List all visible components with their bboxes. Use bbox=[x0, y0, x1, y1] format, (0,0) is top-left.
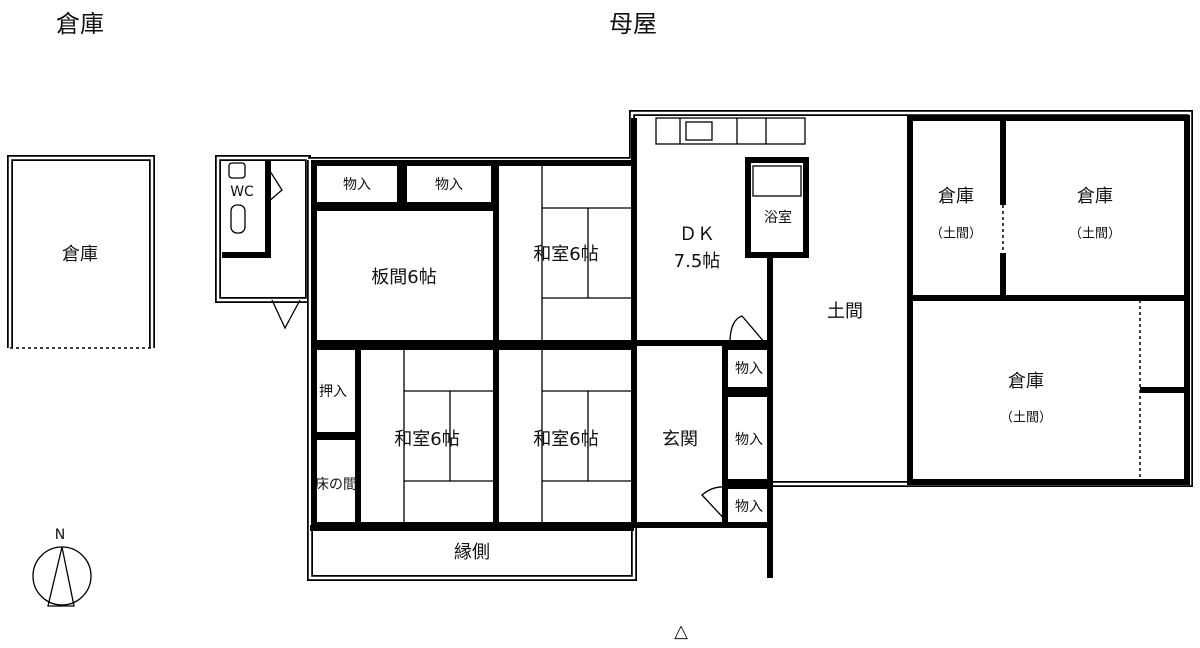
room-storage-a: 倉庫 bbox=[938, 186, 974, 207]
room-washitsu-left: 和室6帖 bbox=[394, 429, 459, 450]
room-wc: WC bbox=[230, 184, 254, 200]
room-engawa: 縁側 bbox=[454, 542, 490, 563]
walls bbox=[7, 110, 1193, 581]
room-closet-3: 物入 bbox=[735, 361, 763, 377]
room-bath: 浴室 bbox=[764, 209, 792, 226]
room-storage-c: 倉庫 bbox=[1008, 371, 1044, 392]
room-doma: 土間 bbox=[827, 301, 863, 322]
title-main-house: 母屋 bbox=[609, 10, 657, 38]
room-oshiire: 押入 bbox=[319, 384, 347, 400]
entrance-mark: △ bbox=[674, 621, 688, 642]
title-storehouse: 倉庫 bbox=[56, 10, 104, 38]
room-closet-1: 物入 bbox=[343, 177, 371, 193]
room-storage-b-sub: （土間） bbox=[1069, 227, 1121, 242]
room-closet-5: 物入 bbox=[735, 499, 763, 515]
room-washitsu-top: 和室6帖 bbox=[533, 244, 598, 265]
room-washitsu-mid: 和室6帖 bbox=[533, 429, 598, 450]
room-separate-storehouse: 倉庫 bbox=[62, 244, 98, 265]
room-tokonoma: 床の間 bbox=[315, 477, 357, 493]
room-genkan: 玄関 bbox=[662, 429, 698, 450]
room-storage-b: 倉庫 bbox=[1077, 186, 1113, 207]
room-dk-label: ＤＫ bbox=[679, 224, 715, 245]
room-closet-2: 物入 bbox=[435, 177, 463, 193]
room-closet-4: 物入 bbox=[735, 432, 763, 448]
room-storage-a-sub: （土間） bbox=[930, 227, 982, 242]
compass: N bbox=[32, 527, 92, 607]
compass-north-label: N bbox=[55, 527, 65, 543]
room-wood-floor: 板間6帖 bbox=[371, 267, 436, 288]
room-dk-size: 7.5帖 bbox=[674, 251, 721, 272]
room-storage-c-sub: （土間） bbox=[1000, 411, 1052, 426]
